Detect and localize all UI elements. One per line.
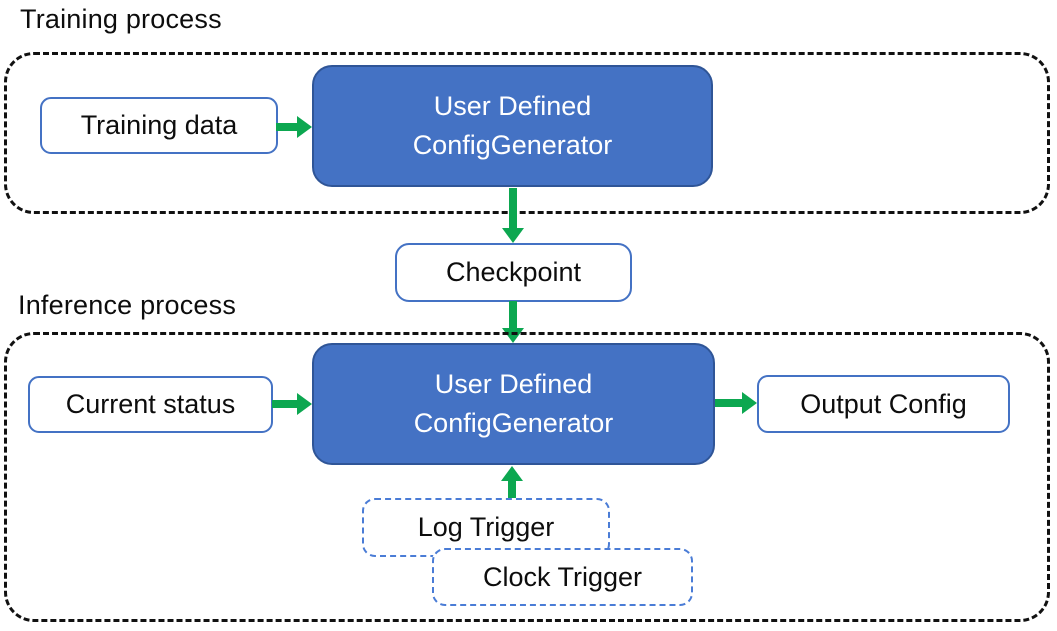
arrow-generator-to-output-config: [715, 391, 757, 415]
config-generator-inference-line1: User Defined: [434, 368, 593, 399]
training-process-container: [4, 52, 1050, 214]
arrow-head: [297, 116, 312, 138]
config-generator-training-line2: ConfigGenerator: [412, 130, 613, 160]
checkpoint-node: Checkpoint: [395, 243, 632, 302]
arrow-head: [501, 466, 523, 481]
arrow-generator-to-checkpoint: [501, 188, 525, 243]
arrow-head: [502, 228, 524, 243]
arrow-head: [742, 392, 757, 414]
arrow-triggers-to-generator: [500, 466, 524, 499]
arrow-shaft: [276, 123, 298, 131]
arrow-shaft: [715, 399, 743, 407]
arrow-shaft: [509, 301, 517, 329]
config-generator-inference-line2: ConfigGenerator: [413, 408, 614, 438]
arrow-head: [502, 328, 524, 343]
arrow-shaft: [508, 480, 516, 499]
clock-trigger-label: Clock Trigger: [482, 561, 643, 592]
current-status-label: Current status: [65, 389, 236, 419]
config-generator-training-line1: User Defined: [433, 90, 592, 121]
output-config-node: Output Config: [757, 375, 1010, 433]
arrow-shaft: [272, 400, 298, 408]
training-data-label: Training data: [80, 110, 238, 140]
arrow-head: [297, 393, 312, 415]
log-trigger-label: Log Trigger: [417, 512, 555, 542]
arrow-current-status-to-generator: [272, 392, 312, 416]
clock-trigger-node: Clock Trigger: [432, 548, 693, 606]
inference-process-container: [4, 332, 1050, 622]
inference-process-title: Inference process: [18, 290, 237, 320]
output-config-label: Output Config: [800, 388, 967, 419]
config-generator-inference-node: User Defined ConfigGenerator: [312, 343, 715, 465]
training-data-node: Training data: [40, 97, 278, 154]
config-generator-training-node: User Defined ConfigGenerator: [312, 65, 713, 187]
checkpoint-label: Checkpoint: [445, 257, 582, 287]
arrow-shaft: [509, 188, 517, 229]
current-status-node: Current status: [28, 376, 273, 433]
arrow-checkpoint-to-generator: [501, 301, 525, 343]
training-process-title: Training process: [20, 4, 222, 34]
arrow-training-data-to-generator: [276, 115, 312, 139]
